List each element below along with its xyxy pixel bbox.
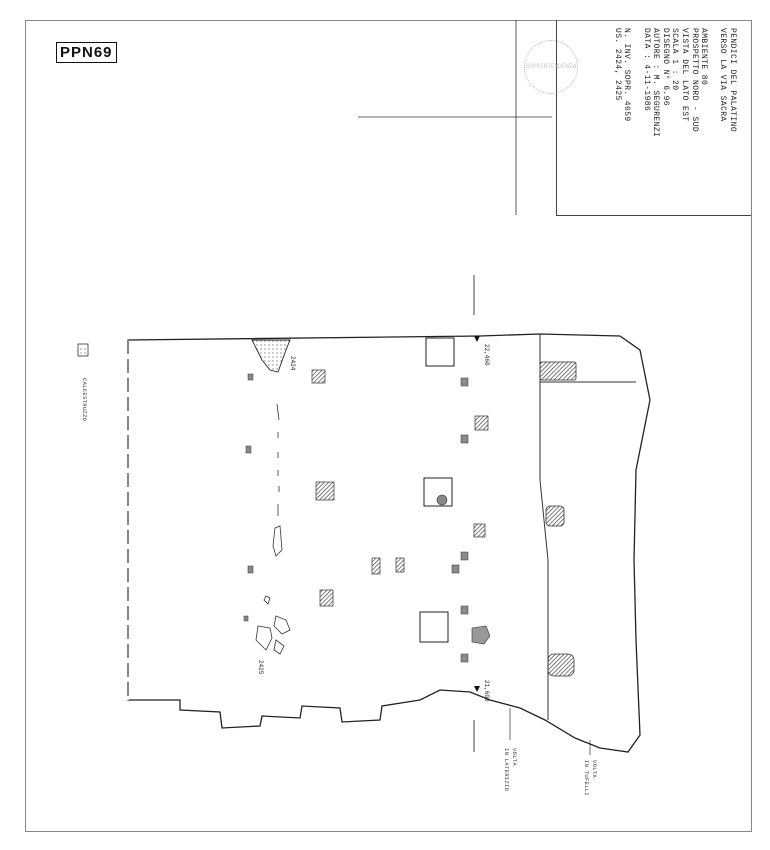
putlog-square	[425, 337, 455, 367]
concrete-fill	[251, 339, 291, 373]
title-block: PENDICI DEL PALATINO VERSO LA VIA SACRA …	[556, 20, 751, 216]
sheet-code: PPN69	[56, 42, 117, 63]
putlog-hole	[474, 415, 489, 431]
hole-circle	[436, 494, 448, 506]
label-volta-2: VOLTA	[591, 760, 598, 779]
putlog-hole	[311, 369, 326, 384]
putlog-hole	[315, 481, 335, 501]
legend-swatch-fill	[80, 346, 86, 354]
beam-hole	[545, 505, 565, 527]
small-holes	[243, 373, 469, 663]
drawing-sheet	[25, 20, 752, 832]
legend-label: CALCESTRUZZO	[81, 378, 88, 422]
label-volta-2-sub: IN TUFELLI	[583, 760, 590, 797]
soprintendenza-stamp: SOPRINTENDENZA	[524, 40, 578, 94]
level-marker-top	[474, 336, 480, 342]
label-us-2425: 2425	[257, 660, 264, 675]
label-level-bottom: 21,600	[483, 680, 490, 702]
putlog-hole	[319, 589, 334, 607]
putlog-square	[423, 477, 453, 507]
putlog-hole	[395, 557, 405, 573]
label-us-2424: 2424	[289, 356, 296, 371]
putlog-hole	[473, 523, 486, 538]
beam-hole	[547, 653, 575, 677]
level-marker-bottom	[474, 686, 480, 692]
label-volta-1: VOLTA	[511, 748, 518, 767]
label-level-top: 22,460	[483, 344, 490, 366]
putlog-square	[419, 611, 449, 643]
hole-patch	[471, 625, 491, 645]
vault-line	[539, 334, 549, 720]
wall-outline	[127, 333, 651, 753]
crack-marks	[255, 403, 291, 655]
putlog-hole	[371, 557, 381, 575]
label-volta-1-sub: IN LATERIZIO	[503, 748, 510, 792]
beam-hole	[539, 361, 577, 381]
